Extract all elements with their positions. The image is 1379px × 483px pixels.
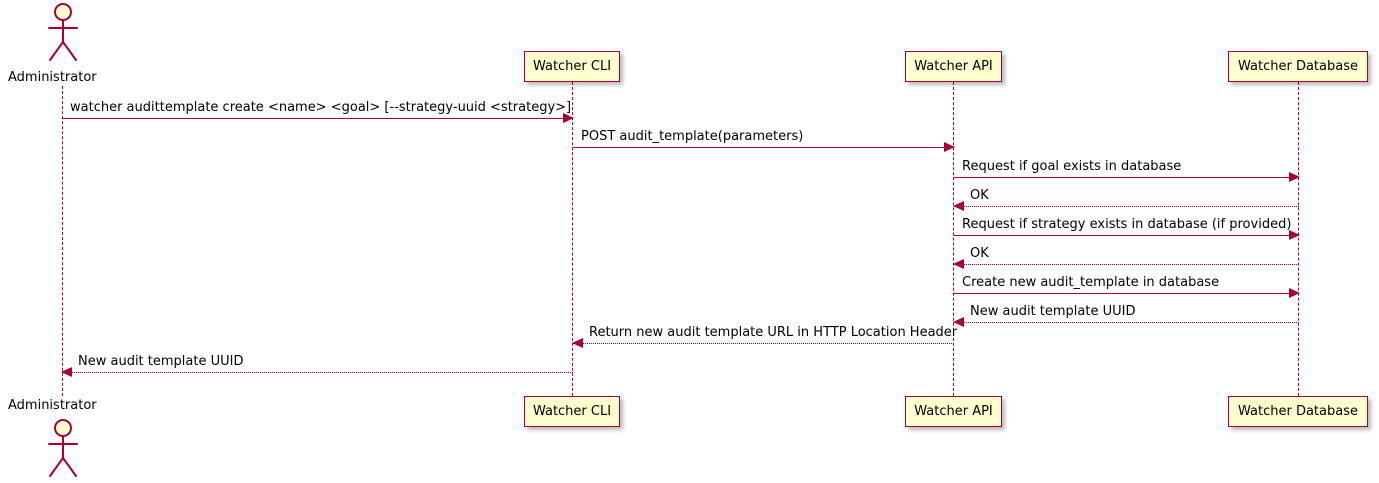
lifeline-watcher-api — [953, 82, 954, 396]
message-label: OK — [970, 188, 989, 203]
message-line — [954, 264, 1299, 265]
arrowhead-left-icon — [572, 338, 583, 348]
arrowhead-right-icon — [944, 142, 955, 152]
message-label: OK — [970, 246, 989, 261]
arrowhead-left-icon — [953, 317, 964, 327]
participant-box-watcher-database-bottom[interactable]: Watcher Database — [1228, 396, 1368, 427]
participant-box-watcher-cli-bottom[interactable]: Watcher CLI — [524, 396, 620, 427]
actor-figure-icon — [48, 3, 78, 61]
arrowhead-right-icon — [1289, 288, 1300, 298]
message-label: Request if goal exists in database — [962, 159, 1182, 174]
message-line — [954, 322, 1299, 323]
arrowhead-right-icon — [1289, 172, 1300, 182]
message-line — [954, 206, 1299, 207]
message-label: watcher audittemplate create <name> <goa… — [70, 100, 572, 115]
arrowhead-left-icon — [61, 367, 72, 377]
message-line — [62, 118, 573, 119]
message-label: Create new audit_template in database — [962, 275, 1220, 290]
message-label: Return new audit template URL in HTTP Lo… — [589, 325, 958, 340]
arrowhead-right-icon — [1289, 230, 1300, 240]
message-label: New audit template UUID — [970, 304, 1136, 319]
lifeline-watcher-cli — [572, 82, 573, 396]
message-label: New audit template UUID — [78, 354, 244, 369]
message-label: POST audit_template(parameters) — [581, 129, 804, 144]
message-label: Request if strategy exists in database (… — [962, 217, 1292, 232]
message-line — [573, 147, 954, 148]
actor-label-administrator-bottom: Administrator — [8, 398, 97, 413]
participant-box-watcher-database-top[interactable]: Watcher Database — [1228, 51, 1368, 82]
participant-box-watcher-api-top[interactable]: Watcher API — [905, 51, 1002, 82]
message-line — [954, 235, 1299, 236]
actor-administrator-top — [40, 2, 86, 62]
arrowhead-right-icon — [563, 113, 574, 123]
actor-label-administrator-top: Administrator — [8, 70, 97, 85]
actor-figure-icon — [48, 419, 78, 477]
message-line — [62, 372, 573, 373]
message-line — [573, 343, 954, 344]
message-line — [954, 293, 1299, 294]
lifeline-administrator — [62, 86, 63, 396]
arrowhead-left-icon — [953, 201, 964, 211]
participant-box-watcher-api-bottom[interactable]: Watcher API — [905, 396, 1002, 427]
message-line — [954, 177, 1299, 178]
participant-box-watcher-cli-top[interactable]: Watcher CLI — [524, 51, 620, 82]
arrowhead-left-icon — [953, 259, 964, 269]
actor-administrator-bottom — [40, 418, 86, 478]
